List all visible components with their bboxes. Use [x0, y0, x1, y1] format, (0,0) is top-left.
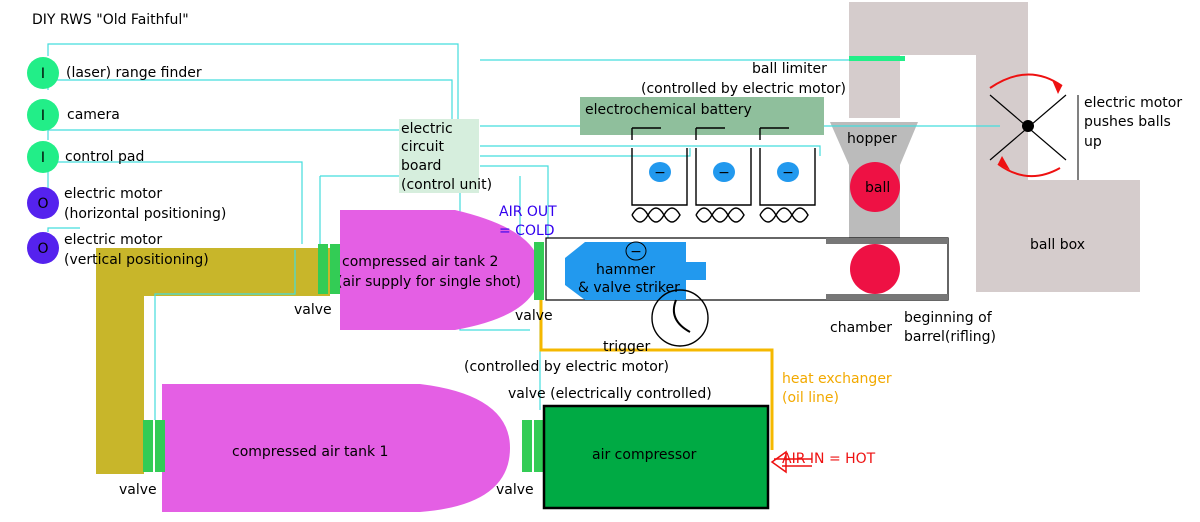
- svg-text:up: up: [1084, 134, 1102, 150]
- trigger-icon: [651, 289, 709, 347]
- diagram-title: DIY RWS "Old Faithful": [32, 12, 189, 28]
- svg-text:(laser) range finder: (laser) range finder: [66, 65, 202, 81]
- output-indicator-icon: [27, 187, 59, 219]
- valve-icon: [534, 242, 544, 300]
- legend-item-range-finder: I (laser) range finder: [27, 57, 202, 89]
- air-out-label-2: = COLD: [499, 223, 555, 239]
- hopper-label: hopper: [847, 131, 897, 147]
- solenoid-cells: [631, 127, 816, 223]
- barrel-label-2: barrel(rifling): [904, 329, 996, 345]
- svg-text:pushes balls: pushes balls: [1084, 114, 1171, 130]
- signal-wires: [47, 43, 1000, 420]
- svg-text:I: I: [41, 150, 45, 166]
- svg-text:electrochemical battery: electrochemical battery: [585, 102, 752, 118]
- svg-text:I: I: [41, 66, 45, 82]
- svg-text:−: −: [718, 165, 730, 181]
- air-line: [96, 248, 330, 474]
- air-in-label: AIR IN = HOT: [782, 451, 876, 467]
- trigger-label-2: (controlled by electric motor): [464, 359, 669, 375]
- svg-text:O: O: [37, 196, 48, 212]
- svg-text:(vertical positioning): (vertical positioning): [64, 252, 209, 268]
- svg-text:I: I: [41, 108, 45, 124]
- svg-text:−: −: [782, 165, 794, 181]
- ball-icon: [850, 162, 900, 212]
- svg-text:electric motor: electric motor: [64, 232, 162, 248]
- svg-text:compressed air tank 1: compressed air tank 1: [232, 444, 388, 460]
- svg-text:control pad: control pad: [65, 149, 144, 165]
- legend-item-control-pad: I control pad: [27, 141, 144, 173]
- input-indicator-icon: [27, 99, 59, 131]
- svg-text:(air supply for single shot): (air supply for single shot): [337, 274, 521, 290]
- svg-text:electric: electric: [401, 121, 453, 137]
- legend-item-camera: I camera: [27, 99, 120, 131]
- input-indicator-icon: [27, 141, 59, 173]
- svg-text:(control unit): (control unit): [401, 177, 492, 193]
- valve-icon: [534, 420, 544, 472]
- heat-exchanger-label: heat exchanger: [782, 371, 892, 387]
- legend: I (laser) range finder I camera I contro…: [27, 57, 226, 268]
- svg-text:compressed air tank 2: compressed air tank 2: [342, 254, 498, 270]
- solenoid-magnets: − − −: [649, 162, 799, 182]
- electric-valve-label: valve (electrically controlled): [508, 386, 712, 402]
- ball-box-label: ball box: [1030, 237, 1085, 253]
- svg-text:electric motor: electric motor: [1084, 95, 1182, 111]
- svg-text:& valve striker: & valve striker: [578, 280, 680, 296]
- barrel-label: beginning of: [904, 310, 993, 326]
- legend-item-motor-horizontal: O electric motor (horizontal positioning…: [27, 186, 226, 222]
- svg-text:(controlled by electric motor): (controlled by electric motor): [641, 81, 846, 97]
- svg-text:ball limiter: ball limiter: [752, 61, 827, 77]
- air-compressor: air compressor: [542, 404, 770, 510]
- svg-text:ball: ball: [865, 180, 890, 196]
- balls: ball: [850, 162, 900, 294]
- legend-item-motor-vertical: O electric motor (vertical positioning): [27, 232, 209, 268]
- valve-icon: [330, 244, 340, 294]
- svg-text:(horizontal positioning): (horizontal positioning): [64, 206, 226, 222]
- svg-text:−: −: [630, 244, 642, 260]
- feeder-motor-icon: electric motor pushes balls up: [989, 73, 1182, 180]
- chamber-label: chamber: [830, 320, 892, 336]
- valve-icon: [522, 420, 532, 472]
- valve-label: valve: [294, 302, 332, 318]
- trigger-label: trigger: [603, 339, 651, 355]
- ball-box-frame: [849, 2, 1140, 292]
- air-out-label: AIR OUT: [499, 204, 557, 220]
- oil-line: [539, 300, 774, 450]
- svg-text:camera: camera: [67, 107, 120, 123]
- valves: [143, 242, 544, 472]
- valve-label: valve: [119, 482, 157, 498]
- valve-icon: [143, 420, 153, 472]
- air-tank-2: compressed air tank 2 (air supply for si…: [337, 210, 540, 330]
- air-tank-1: compressed air tank 1: [162, 384, 510, 512]
- svg-text:circuit: circuit: [401, 139, 444, 155]
- output-indicator-icon: [27, 232, 59, 264]
- svg-text:electric motor: electric motor: [64, 186, 162, 202]
- svg-text:O: O: [37, 241, 48, 257]
- ball-icon: [850, 244, 900, 294]
- hammer: − hammer & valve striker: [565, 241, 706, 300]
- ball-limiter: ball limiter (controlled by electric mot…: [641, 56, 905, 97]
- svg-text:air compressor: air compressor: [592, 447, 697, 463]
- valve-label: valve: [496, 482, 534, 498]
- magnet-icon: [777, 162, 799, 182]
- battery: electrochemical battery: [580, 97, 824, 135]
- air-in-arrow: [770, 450, 812, 474]
- svg-text:board: board: [401, 158, 441, 174]
- heat-exchanger-label-2: (oil line): [782, 390, 839, 406]
- input-indicator-icon: [27, 57, 59, 89]
- valve-icon: [155, 420, 165, 472]
- magnet-icon: [649, 162, 671, 182]
- valve-icon: [318, 244, 328, 294]
- svg-text:hammer: hammer: [596, 262, 655, 278]
- valve-label: valve: [515, 308, 553, 324]
- magnet-icon: [713, 162, 735, 182]
- circuit-board: electric circuit board (control unit): [399, 119, 492, 193]
- svg-text:−: −: [654, 165, 666, 181]
